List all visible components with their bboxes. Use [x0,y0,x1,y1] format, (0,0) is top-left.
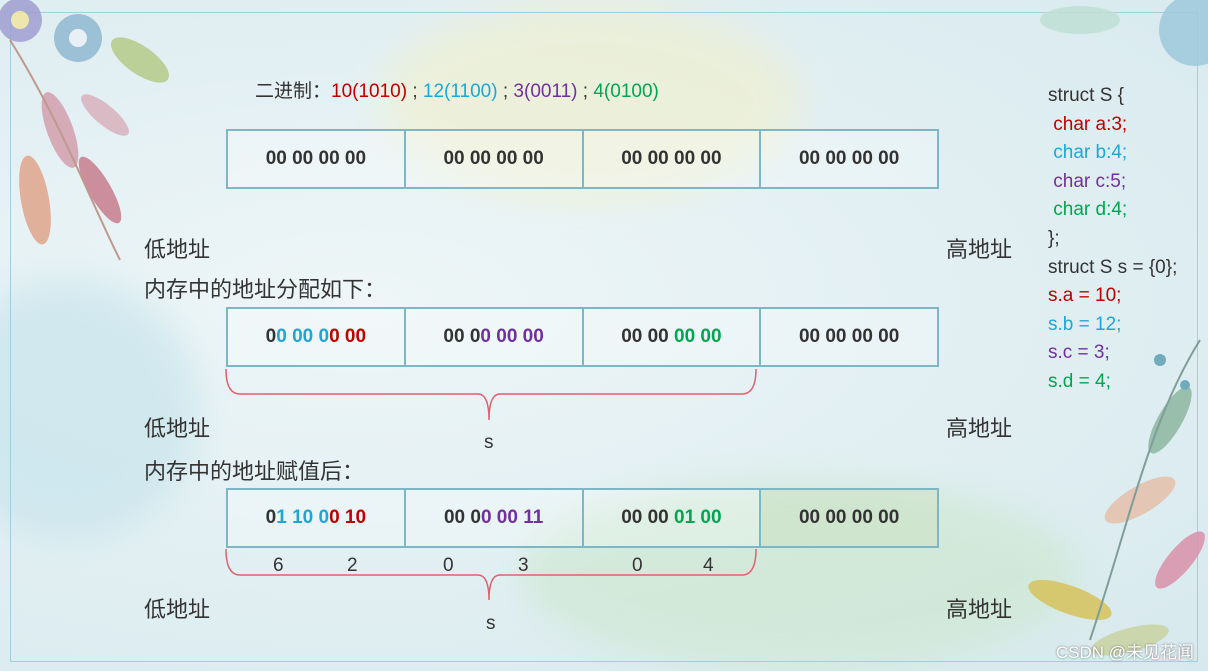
byte-digits: 00 00 [621,507,675,528]
byte-digits: 00 00 00 00 [798,507,900,528]
binary-legend-prefix: 二进制： [255,81,332,102]
brace-label-s: s [486,613,496,634]
binary-legend-item: 4(0100) [593,81,659,102]
slide-frame [10,12,1198,662]
code-line: char a:3; [1048,113,1128,135]
binary-legend-item: ; [577,81,594,102]
brace-label-s: s [484,432,494,453]
row-caption-allocation: 内存中的地址分配如下： [144,277,387,302]
code-line: char d:4; [1048,199,1128,221]
memory-cell: 00 00 00 00 [759,307,939,367]
low-address-label: 低地址 [144,416,211,441]
byte-digits: 00 00 [674,326,722,347]
binary-legend: 二进制：10(1010) ; 12(1100) ; 3(0011) ; 4(01… [255,76,659,103]
code-line: s.d = 4; [1048,370,1111,392]
byte-digits: 00 0 [443,326,481,347]
memory-cell: 00 00 00 00 [403,129,584,189]
byte-digits: 00 00 [621,326,675,347]
hex-digit: 0 [632,555,643,576]
hex-digit: 0 [443,555,454,576]
code-block: struct S { char a:3; char b:4; char c:5;… [1048,82,1177,397]
byte-digits: 0 10 [329,507,367,528]
byte-digits: 00 00 00 00 [798,326,900,347]
memory-cell: 00 00 00 00 [759,129,939,189]
binary-legend-item: ; [497,81,514,102]
binary-legend-item: ; [407,81,423,102]
row-caption-assignment: 内存中的地址赋值后： [144,459,365,484]
byte-digits: 00 00 00 00 [443,148,544,169]
high-address-label: 高地址 [946,237,1013,262]
byte-digits: 0 [265,326,277,347]
watermark: CSDN @未见花闻 [1055,643,1194,662]
byte-digits: 0 00 0 [276,326,330,347]
memory-cell: 00 00 00 00 [581,307,762,367]
byte-digits: 00 00 00 00 [621,148,722,169]
hex-digit: 3 [518,555,529,576]
code-line: s.b = 12; [1048,313,1122,335]
hex-digit: 2 [347,555,358,576]
byte-digits: 0 00 [329,326,367,347]
code-line: }; [1048,227,1060,249]
byte-digits: 0 00 00 [480,326,544,347]
decor-wash [380,0,800,200]
binary-legend-item: 10(1010) [331,81,408,102]
byte-digits: 0 00 11 [480,507,544,528]
code-line: char b:4; [1048,142,1128,164]
memory-cell: 00 00 01 00 [581,488,762,548]
memory-cell: 00 00 00 00 [226,129,406,189]
hex-digit: 6 [273,555,284,576]
byte-digits: 0 [265,507,277,528]
memory-cell: 00 00 00 00 [581,129,762,189]
decor-wash [0,280,200,540]
code-line: s.c = 3; [1048,342,1110,364]
byte-digits: 1 10 0 [276,507,330,528]
code-line: s.a = 10; [1048,285,1122,307]
byte-digits: 00 0 [443,507,481,528]
byte-digits: 00 00 00 00 [798,148,900,169]
high-address-label: 高地址 [946,597,1013,622]
low-address-label: 低地址 [144,597,211,622]
byte-digits: 01 00 [674,507,722,528]
memory-row-initial: 00 00 00 00 00 00 00 00 00 00 00 00 00 00 0… [226,129,939,189]
binary-legend-item: 3(0011) [513,81,578,102]
memory-cell: 00 00 00 00 [759,488,939,548]
code-line: struct S s = {0}; [1048,256,1178,278]
code-line: char c:5; [1048,170,1127,192]
hex-digit: 4 [703,555,714,576]
low-address-label: 低地址 [144,237,211,262]
byte-digits: 00 00 00 00 [265,148,367,169]
binary-legend-item: 12(1100) [422,81,498,102]
code-line: struct S { [1048,85,1125,106]
high-address-label: 高地址 [946,416,1013,441]
